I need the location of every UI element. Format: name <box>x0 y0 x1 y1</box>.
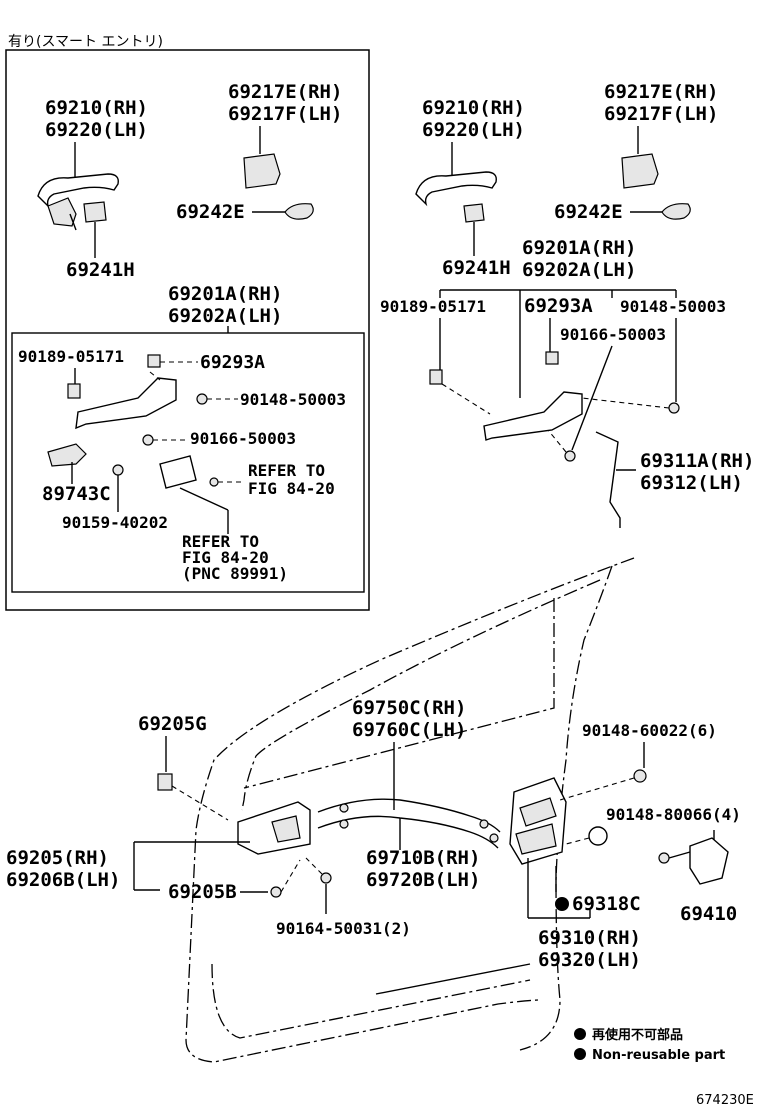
se-bolt1 <box>67 383 81 399</box>
standard-group: 69210(RH) 69220(LH) 69241H 69217E(RH) 69… <box>380 81 754 528</box>
std-screw1 <box>668 402 680 414</box>
section-title: 有り(スマート エントリ) <box>8 34 163 50</box>
std-rod-rh-label: 69311A(RH) <box>640 450 754 472</box>
std-bolt1-label: 90189-05171 <box>380 297 486 316</box>
inner-handle-rh-label: 69205(RH) <box>6 847 109 869</box>
se-outside-handle <box>37 173 119 209</box>
striker-screw-label: 90148-80066(4) <box>606 805 741 824</box>
clip <box>157 773 173 791</box>
std-cap-label: 69293A <box>524 295 593 317</box>
inner-screw <box>270 886 282 898</box>
cable-open <box>317 815 499 849</box>
std-seal-label: 69241H <box>442 257 511 279</box>
se-pad <box>284 203 314 220</box>
std-handle-cover <box>621 153 659 189</box>
striker-label: 69410 <box>680 903 737 925</box>
se-handle-rh-label: 69210(RH) <box>45 97 148 119</box>
lock-lh-label: 69320(LH) <box>538 949 641 971</box>
striker-screw <box>658 852 670 864</box>
se-sensor-label: 89743C <box>42 483 111 505</box>
grommet-label: 69318C <box>572 893 641 915</box>
se-cap-label: 69293A <box>200 352 265 373</box>
lock-rh-label: 69310(RH) <box>538 927 641 949</box>
se-seal-label: 69241H <box>66 259 135 281</box>
inside-handle-lever <box>271 815 301 843</box>
se-pad-label: 69242E <box>176 201 245 223</box>
se-ref2-line1: REFER TO <box>182 532 259 551</box>
grommet <box>588 826 608 846</box>
std-lock-rod <box>595 431 621 528</box>
se-screw1-label: 90148-50003 <box>240 390 346 409</box>
se-screw3 <box>112 464 124 476</box>
lock-screw-label: 90148-60022(6) <box>582 721 717 740</box>
door-lock-lever <box>515 823 557 855</box>
legend-jp-marker <box>574 1028 586 1040</box>
std-screw1-label: 90148-50003 <box>620 297 726 316</box>
non-reusable-marker <box>555 897 569 911</box>
std-screw2 <box>564 450 576 462</box>
smart-entry-box <box>5 49 370 611</box>
door-screw-label: 90164-50031(2) <box>276 919 411 938</box>
door-screw <box>320 872 332 884</box>
se-cover-lh-label: 69217F(LH) <box>228 103 342 125</box>
std-cover-lh-label: 69217F(LH) <box>604 103 718 125</box>
se-cap <box>147 354 161 368</box>
se-motor-screw <box>209 477 219 487</box>
se-screw2 <box>142 434 154 446</box>
inner-screw-label: 69205B <box>168 881 237 903</box>
legend: 再使用不可部品 Non-reusable part <box>574 1027 725 1063</box>
std-handle-rh-label: 69210(RH) <box>422 97 525 119</box>
std-bolt1 <box>429 369 443 385</box>
se-ref2-line3: (PNC 89991) <box>182 564 288 583</box>
striker <box>689 837 729 885</box>
se-seal <box>83 201 107 223</box>
se-handle-frame <box>75 377 177 430</box>
se-screw1 <box>196 393 208 405</box>
std-cover-rh-label: 69217E(RH) <box>604 81 718 103</box>
std-handle-lh-label: 69220(LH) <box>422 119 525 141</box>
smart-entry-group: 69210(RH) 69220(LH) 69217E(RH) 69217F(LH… <box>18 81 346 583</box>
se-frame-lh-label: 69202A(LH) <box>168 305 282 327</box>
se-lock-motor <box>159 455 197 489</box>
std-screw2-label: 90166-50003 <box>560 325 666 344</box>
door-outline <box>185 557 635 1063</box>
door-lock-body <box>519 797 557 827</box>
se-ref2-line2: FIG 84-20 <box>182 548 269 567</box>
se-handle-cover <box>243 153 281 189</box>
inner-handle-lh-label: 69206B(LH) <box>6 869 120 891</box>
se-sensor <box>47 443 87 467</box>
se-handle-lh-label: 69220(LH) <box>45 119 148 141</box>
std-frame-rh-label: 69201A(RH) <box>522 237 636 259</box>
std-cap <box>545 351 559 365</box>
cable-open-lh-label: 69720B(LH) <box>366 869 480 891</box>
se-ref1-line1: REFER TO <box>248 461 325 480</box>
legend-en-label: Non-reusable part <box>592 1048 725 1063</box>
lock-assembly-inner-box <box>11 332 365 593</box>
se-screw2-label: 90166-50003 <box>190 429 296 448</box>
std-rod-lh-label: 69312(LH) <box>640 472 743 494</box>
std-frame-lh-label: 69202A(LH) <box>522 259 636 281</box>
cable-lock-lh-label: 69760C(LH) <box>352 719 466 741</box>
legend-en-marker <box>574 1048 586 1060</box>
clip-label: 69205G <box>138 713 207 735</box>
se-handle-base <box>47 197 77 227</box>
se-cover-rh-label: 69217E(RH) <box>228 81 342 103</box>
lock-screw <box>633 769 647 783</box>
legend-jp-label: 再使用不可部品 <box>592 1027 683 1043</box>
std-handle-frame <box>483 391 583 441</box>
std-pad-label: 69242E <box>554 201 623 223</box>
std-outside-handle <box>415 171 497 207</box>
cable-lock-rh-label: 69750C(RH) <box>352 697 466 719</box>
door-group: 69205G 69205(RH) 69206B(LH) 69205B 90164… <box>6 697 741 971</box>
std-seal <box>463 203 485 223</box>
cable-open-rh-label: 69710B(RH) <box>366 847 480 869</box>
se-frame-rh-label: 69201A(RH) <box>168 283 282 305</box>
figure-code: 674230E <box>696 1093 754 1108</box>
std-pad <box>661 203 691 220</box>
se-screw3-label: 90159-40202 <box>62 513 168 532</box>
se-ref1-line2: FIG 84-20 <box>248 479 335 498</box>
se-bolt1-label: 90189-05171 <box>18 347 124 366</box>
